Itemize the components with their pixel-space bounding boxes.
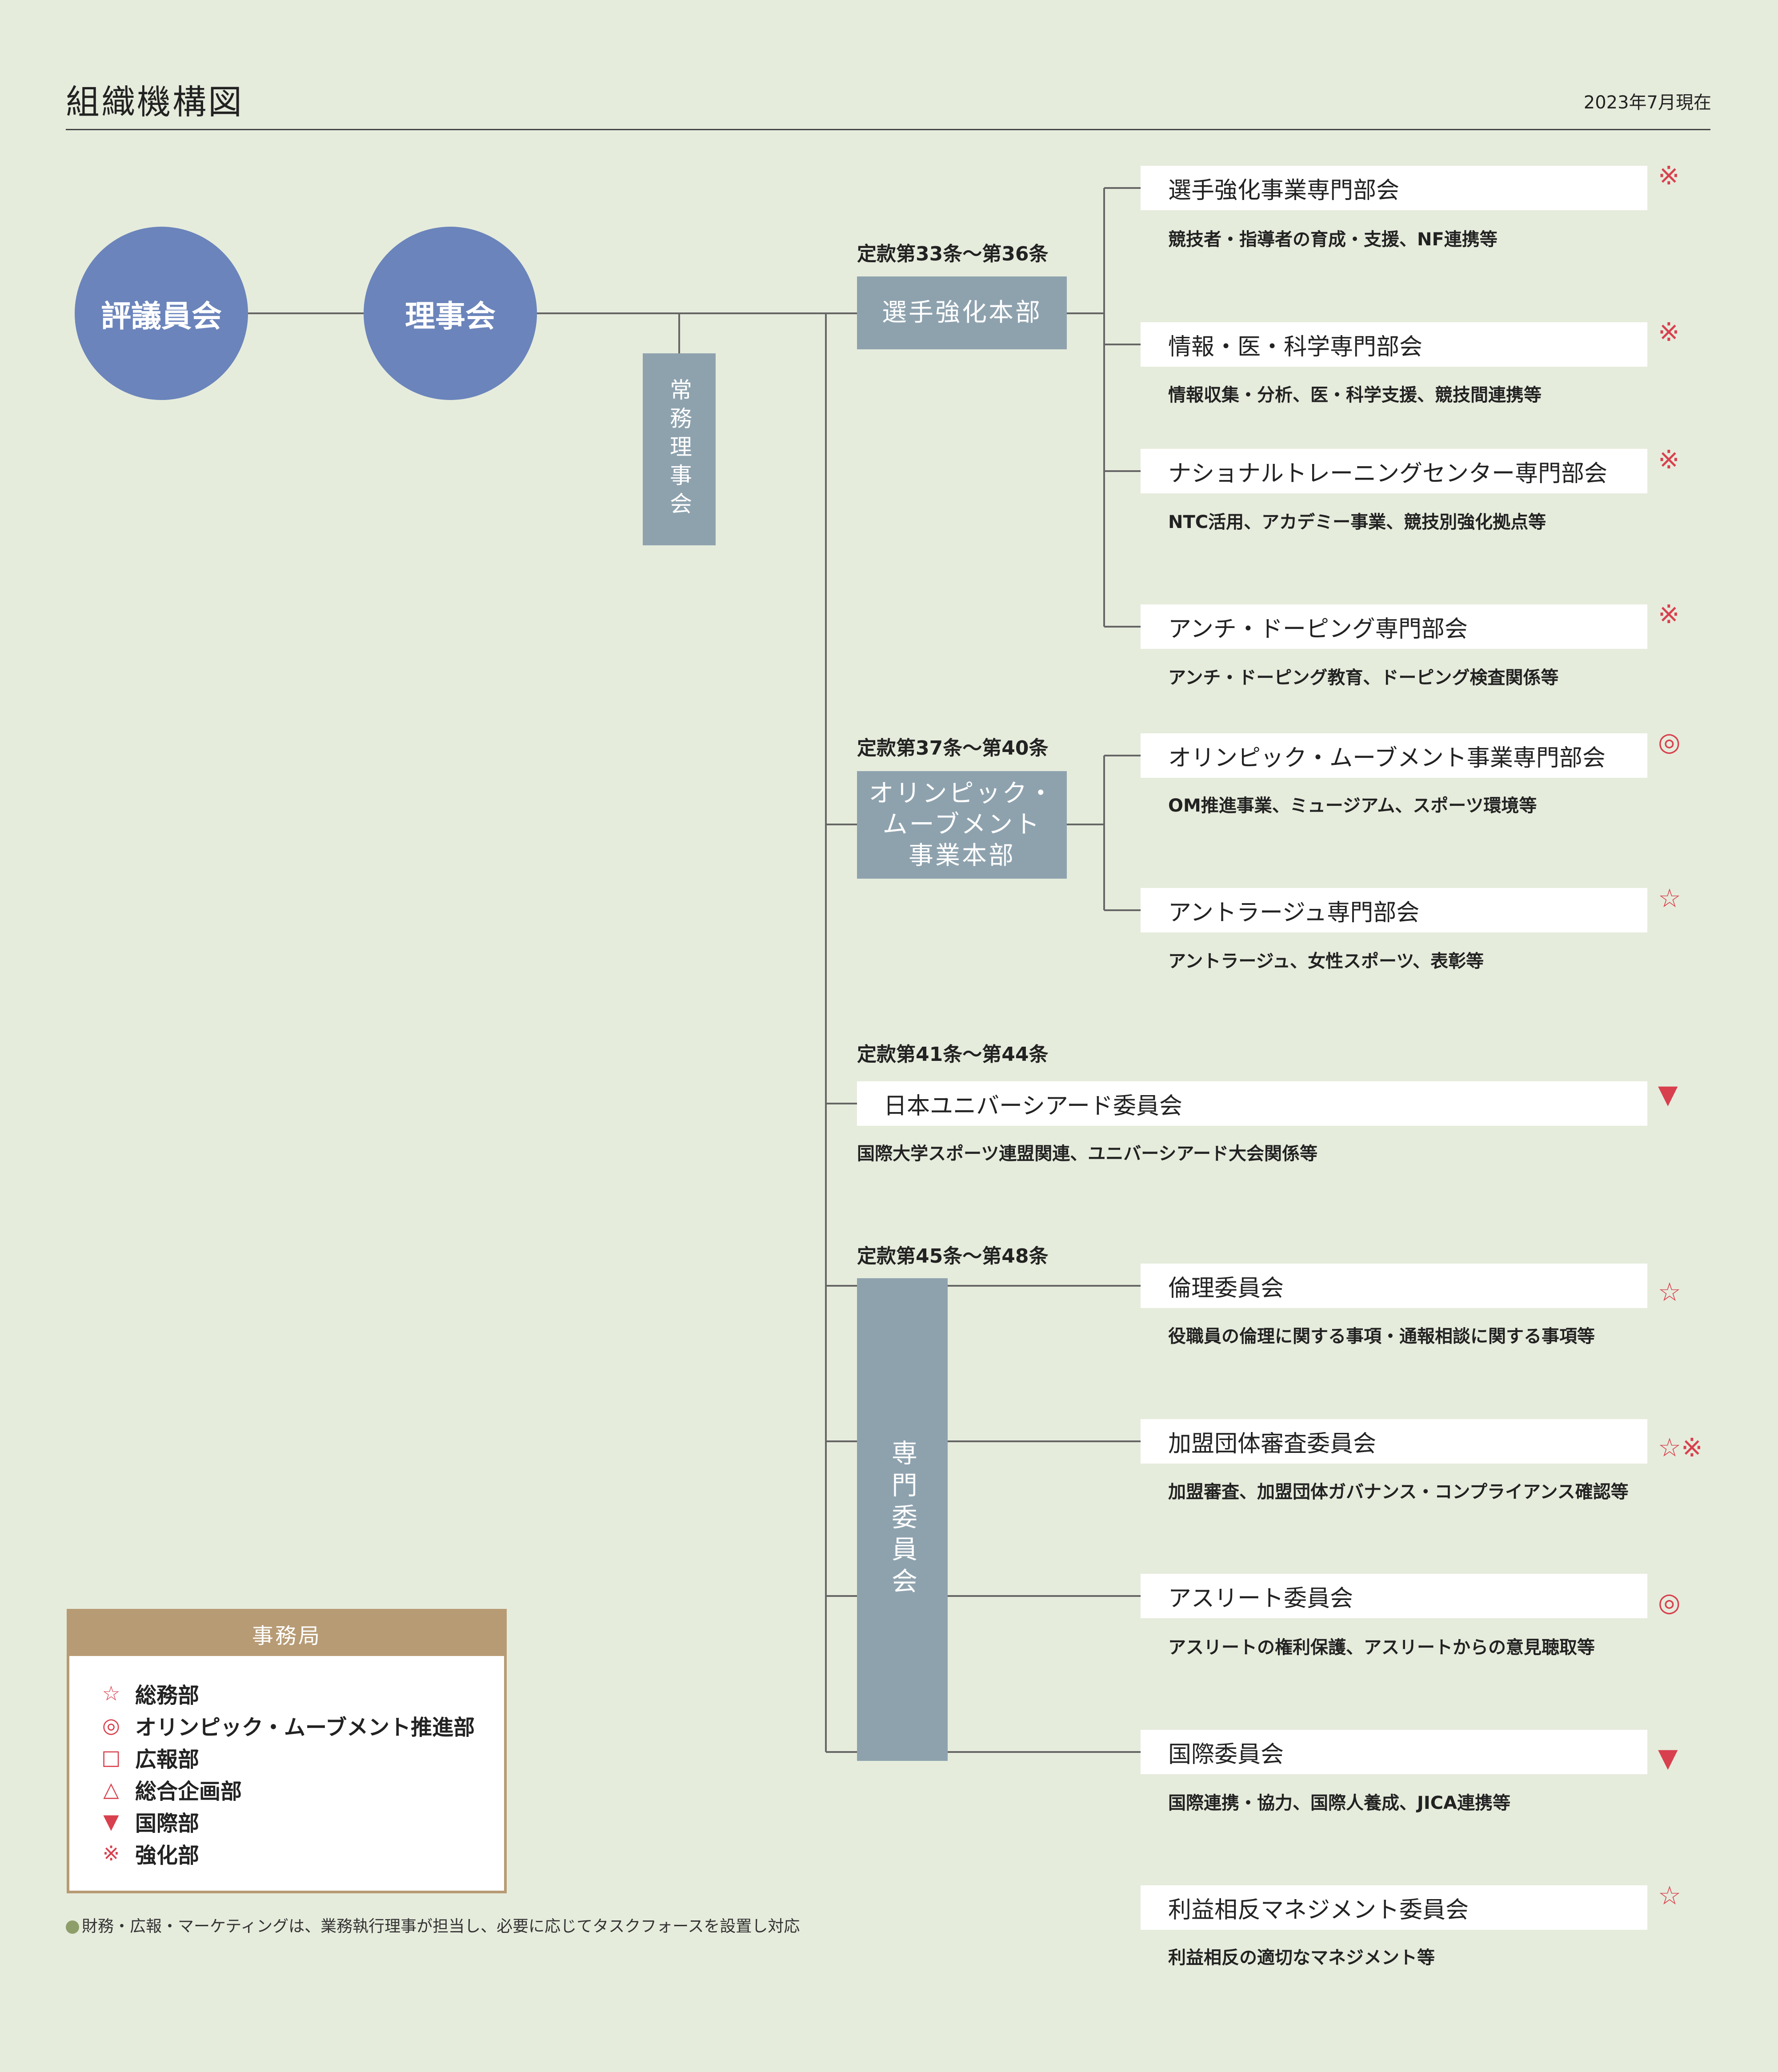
athlete-division-box: 選手強化本部 bbox=[857, 276, 1067, 349]
sub-desc: アントラージュ、女性スポーツ、表彰等 bbox=[1168, 951, 1484, 972]
sub-desc: 利益相反の適切なマネジメント等 bbox=[1168, 1948, 1435, 1968]
legend-item: ◎オリンピック・ムーブメント推進部 bbox=[69, 1709, 504, 1741]
sub-desc: 競技者・指導者の育成・支援、NF連携等 bbox=[1168, 229, 1498, 250]
sub-desc: アスリートの権利保護、アスリートからの意見聴取等 bbox=[1168, 1637, 1595, 1658]
sub-box: 情報・医・科学専門部会 bbox=[1141, 322, 1647, 367]
footnote: 財務・広報・マーケティングは、業務執行理事が担当し、必要に応じてタスクフォースを… bbox=[66, 1913, 800, 1936]
board-node: 理事会 bbox=[364, 227, 537, 400]
header-divider bbox=[66, 129, 1710, 130]
legend-item: □広報部 bbox=[69, 1741, 504, 1773]
sub-mark: ▼ bbox=[1658, 1743, 1678, 1773]
sub-mark: ☆※ bbox=[1658, 1432, 1703, 1463]
double-circle-icon: ◎ bbox=[102, 1713, 120, 1737]
athlete-article: 定款第33条〜第36条 bbox=[857, 243, 1049, 265]
sub-box: 国際委員会 bbox=[1141, 1730, 1647, 1774]
sub-desc: 情報収集・分析、医・科学支援、競技間連携等 bbox=[1168, 385, 1542, 405]
universiade-article: 定款第41条〜第44条 bbox=[857, 1043, 1049, 1066]
universiade-mark: ▼ bbox=[1658, 1079, 1678, 1109]
universiade-box: 日本ユニバーシアード委員会 bbox=[857, 1081, 1647, 1126]
reference-mark-icon: ※ bbox=[102, 1841, 120, 1865]
triangle-icon: △ bbox=[103, 1777, 119, 1801]
sub-desc: OM推進事業、ミュージアム、スポーツ環境等 bbox=[1168, 796, 1537, 816]
bullet-dot-icon bbox=[66, 1920, 79, 1934]
sub-mark: ※ bbox=[1658, 160, 1680, 191]
sub-desc: 国際連携・協力、国際人養成、JICA連携等 bbox=[1168, 1793, 1511, 1813]
down-triangle-icon: ▼ bbox=[103, 1809, 119, 1833]
sub-mark: ※ bbox=[1658, 444, 1680, 475]
sub-box: 利益相反マネジメント委員会 bbox=[1141, 1885, 1647, 1930]
date-label: 2023年7月現在 bbox=[1583, 92, 1711, 113]
sub-desc: 役職員の倫理に関する事項・通報相談に関する事項等 bbox=[1168, 1326, 1595, 1347]
sub-box: アンチ・ドーピング専門部会 bbox=[1141, 604, 1647, 649]
legend-title: 事務局 bbox=[69, 1612, 504, 1656]
council-node: 評議員会 bbox=[75, 227, 248, 400]
square-icon: □ bbox=[101, 1745, 121, 1769]
committees-article: 定款第45条〜第48条 bbox=[857, 1245, 1049, 1268]
sub-mark: ◎ bbox=[1658, 727, 1681, 757]
legend-item: △総合企画部 bbox=[69, 1773, 504, 1805]
committees-division-box: 専門委員会 bbox=[857, 1278, 948, 1761]
sub-mark: ☆ bbox=[1658, 1277, 1681, 1307]
sub-mark: ☆ bbox=[1658, 1880, 1681, 1911]
sub-box: 加盟団体審査委員会 bbox=[1141, 1419, 1647, 1464]
legend-item: ☆総務部 bbox=[69, 1677, 504, 1709]
universiade-desc: 国際大学スポーツ連盟関連、ユニバーシアード大会関係等 bbox=[857, 1144, 1317, 1164]
secretariat-legend: 事務局 ☆総務部 ◎オリンピック・ムーブメント推進部 □広報部 △総合企画部 ▼… bbox=[67, 1609, 507, 1893]
legend-item: ※強化部 bbox=[69, 1837, 504, 1869]
olympic-article: 定款第37条〜第40条 bbox=[857, 737, 1049, 760]
executive-board-node: 常務理事会 bbox=[643, 353, 716, 545]
star-icon: ☆ bbox=[102, 1681, 120, 1705]
sub-desc: アンチ・ドーピング教育、ドーピング検査関係等 bbox=[1168, 668, 1559, 688]
sub-mark: ◎ bbox=[1658, 1587, 1681, 1617]
sub-mark: ※ bbox=[1658, 317, 1680, 347]
sub-box: アントラージュ専門部会 bbox=[1141, 888, 1647, 932]
sub-box: オリンピック・ムーブメント事業専門部会 bbox=[1141, 733, 1647, 778]
sub-desc: 加盟審査、加盟団体ガバナンス・コンプライアンス確認等 bbox=[1168, 1482, 1629, 1502]
legend-item: ▼国際部 bbox=[69, 1805, 504, 1837]
olympic-division-box: オリンピック・ ムーブメント 事業本部 bbox=[857, 771, 1067, 879]
sub-box: 倫理委員会 bbox=[1141, 1264, 1647, 1308]
sub-box: 選手強化事業専門部会 bbox=[1141, 166, 1647, 210]
sub-box: ナショナルトレーニングセンター専門部会 bbox=[1141, 449, 1647, 493]
sub-desc: NTC活用、アカデミー事業、競技別強化拠点等 bbox=[1168, 512, 1546, 532]
sub-mark: ※ bbox=[1658, 599, 1680, 629]
sub-mark: ☆ bbox=[1658, 883, 1681, 913]
sub-box: アスリート委員会 bbox=[1141, 1574, 1647, 1618]
page-title: 組織機構図 bbox=[66, 82, 244, 122]
